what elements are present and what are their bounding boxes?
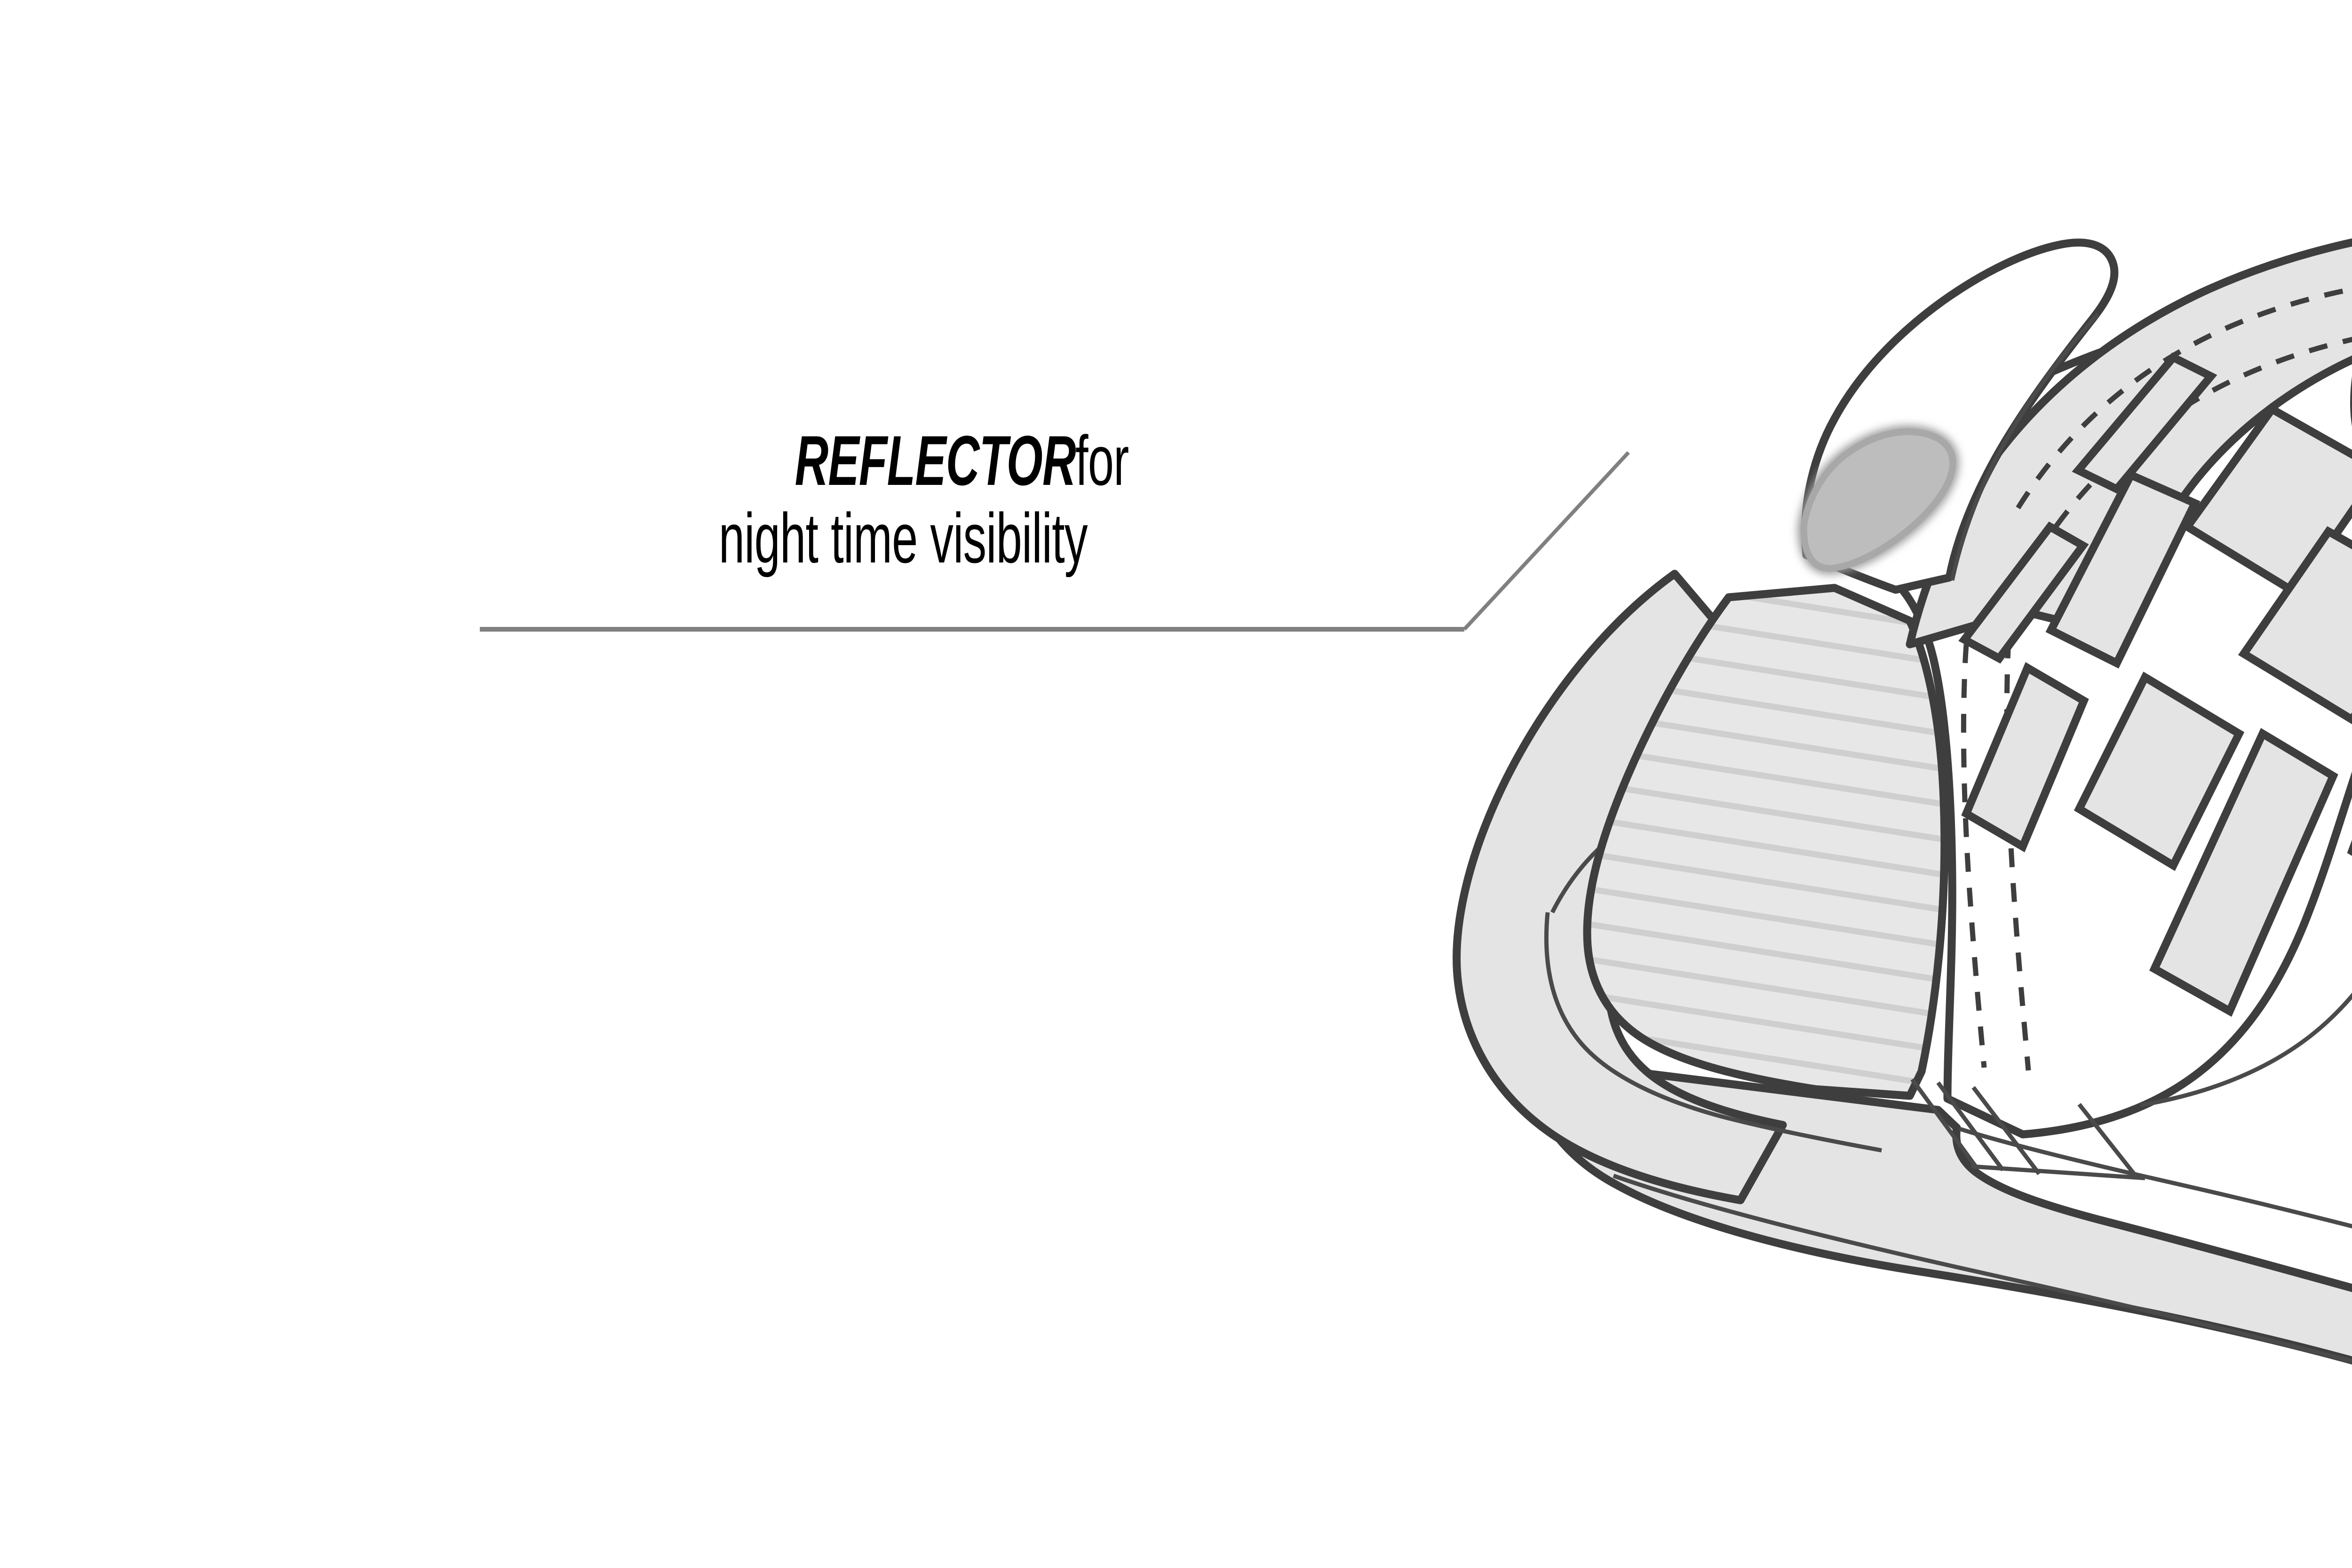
- rear-pull-flap-crease: [1950, 312, 2100, 581]
- armor-block-bar-left: [2045, 469, 2201, 669]
- armor-block-center-lower: [2074, 671, 2245, 871]
- armor-block-slash-lower: [1958, 521, 2089, 664]
- callout-leader-line: [480, 451, 1630, 632]
- outsole-midline: [1613, 1173, 2352, 1363]
- heel-hatch-fill: [1583, 584, 1949, 1100]
- callout-keyword: REFLECTOR: [795, 421, 1076, 500]
- reflector-patch-shape: [1800, 428, 1956, 572]
- reflector-patch[interactable]: [1797, 426, 1959, 575]
- armor-block-diamond-lower: [2238, 526, 2352, 724]
- leader-diagonal-segment: [1463, 451, 1630, 631]
- callout-keyword-suffix: for: [1075, 421, 1129, 500]
- armor-block-lower-left: [1961, 662, 2089, 853]
- armor-block-slash-upper: [2072, 352, 2217, 494]
- callout-text-block: REFLECTOR for night time visibility: [480, 423, 1327, 576]
- stitch-collar-outer: [2016, 286, 2352, 509]
- tread-slot-3: [1971, 1086, 2041, 1175]
- callout-headline-line: REFLECTOR for: [480, 423, 1327, 498]
- tread-slot-edge: [1971, 1164, 2145, 1180]
- heel-hatch-panel: [1583, 584, 1949, 1100]
- armor-blocks: [1958, 352, 2352, 1017]
- heel-counter-inner-line: [1544, 912, 1882, 1153]
- tread-slot-4: [2077, 1103, 2137, 1177]
- outsole-inner-sweep: [1958, 1126, 2352, 1228]
- boot-upper-right-sweep: [2140, 992, 2352, 1108]
- tread-slot-2: [1936, 1081, 2005, 1172]
- callout-subtitle: night time visibility: [719, 499, 1088, 578]
- callout-subtitle-line: night time visibility: [480, 501, 1327, 576]
- sole-tread-slots: [1910, 1078, 2145, 1180]
- tread-slot-1: [1910, 1078, 1978, 1168]
- armor-block-strap-lower: [2149, 728, 2338, 1017]
